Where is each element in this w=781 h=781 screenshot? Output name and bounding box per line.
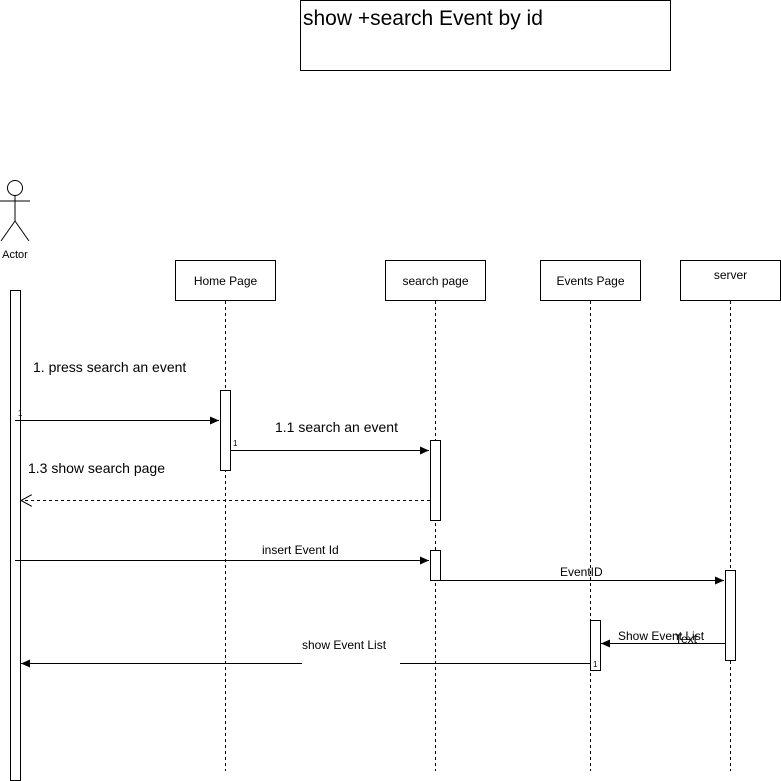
sequence-number-label: 1 — [18, 409, 23, 418]
message-1-press-search[interactable]: 1. press search an event 1 — [15, 359, 219, 425]
lifeline-events-page[interactable]: Events Page — [540, 260, 641, 772]
lifeline-header-events-page — [540, 260, 641, 301]
actor-label: Actor — [2, 249, 28, 261]
activation-search-page-2[interactable] — [430, 550, 441, 581]
message-1-1-search-event[interactable]: 1.1 search an event 1 — [231, 419, 429, 455]
lifeline-label-search-page: search page — [402, 274, 468, 288]
diagram-title: show +search Event by id — [303, 7, 543, 30]
message-label: 1.3 show search page — [28, 460, 165, 476]
lifeline-home-page[interactable]: Home Page — [175, 260, 276, 772]
sequence-number-label: 1 — [233, 439, 238, 448]
lifeline-header-search-page — [385, 260, 486, 301]
lifeline-label-home-page: Home Page — [194, 274, 258, 288]
lifeline-header-server — [680, 260, 781, 301]
activation-server[interactable] — [725, 570, 736, 661]
actor[interactable]: Actor — [0, 180, 30, 262]
overlay-text-label: Text — [675, 632, 698, 646]
lifeline-server[interactable]: server — [680, 260, 781, 772]
message-label: 1. press search an event — [33, 359, 186, 375]
actor-stick-figure-icon — [0, 180, 30, 242]
activation-home-page[interactable] — [220, 390, 231, 471]
activation-search-page-1[interactable] — [430, 440, 441, 521]
activation-events-page[interactable] — [590, 620, 601, 671]
message-show-event-list-server[interactable]: Show Event List Text — [601, 629, 725, 648]
message-label: insert Event Id — [262, 543, 339, 557]
lifeline-label-events-page: Events Page — [556, 274, 624, 288]
message-insert-event-id[interactable]: insert Event Id — [15, 543, 429, 565]
message-1-3-show-search-page[interactable]: 1.3 show search page — [21, 460, 430, 501]
diagram-title-box[interactable]: show +search Event by id — [300, 0, 671, 71]
lifeline-label-server: server — [714, 268, 747, 282]
message-label: Show Event List — [618, 629, 705, 643]
sequence-number-label: 1 — [593, 660, 598, 669]
lifeline-search-page[interactable]: search page — [385, 260, 486, 772]
message-label: EventID — [560, 565, 603, 579]
message-event-id[interactable]: EventID — [441, 565, 724, 585]
message-label: 1.1 search an event — [275, 419, 398, 435]
lifeline-header-home-page — [175, 260, 276, 301]
actor-activation-bar[interactable] — [10, 290, 21, 781]
message-label: show Event List — [302, 638, 387, 652]
message-show-event-list-actor[interactable]: show Event List 1 — [21, 638, 598, 669]
